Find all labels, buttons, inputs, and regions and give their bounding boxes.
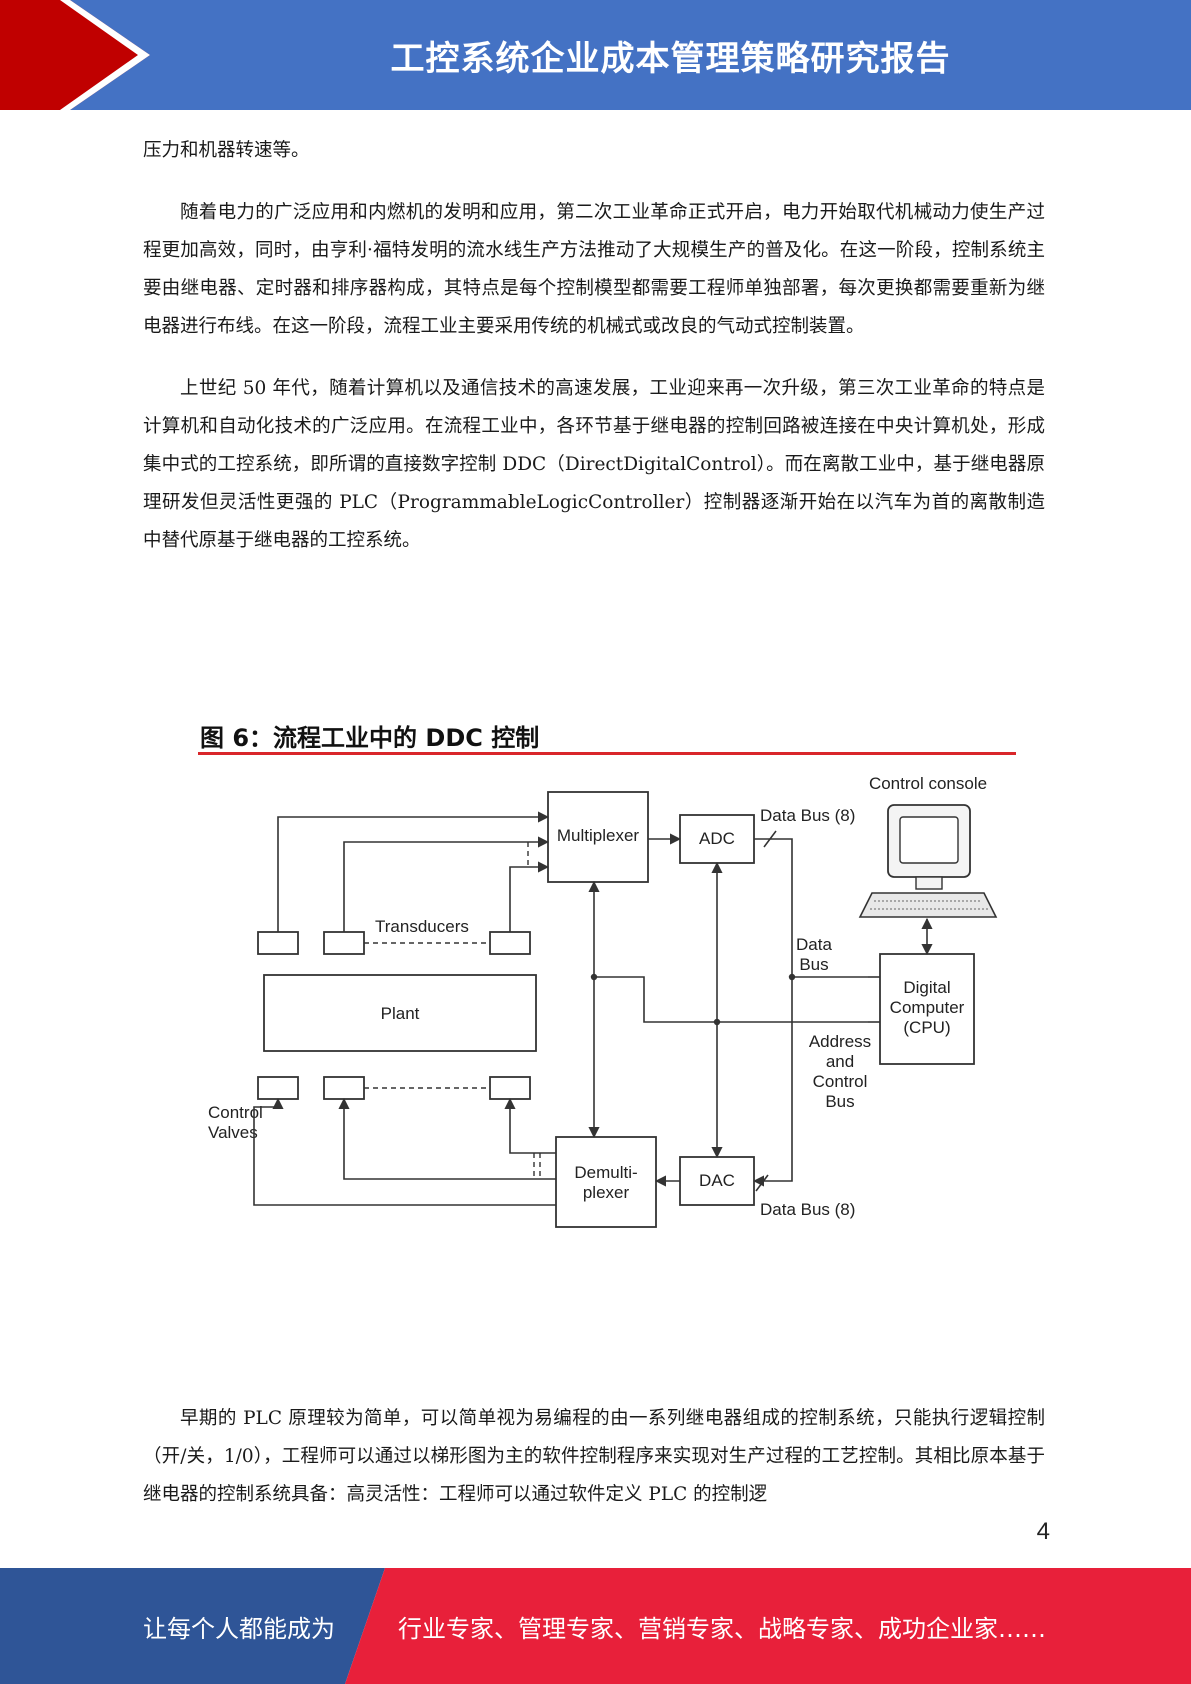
- data-bus-top-label: Data Bus (8): [760, 806, 855, 825]
- transducer-box-1: [257, 931, 299, 955]
- adc-label: ADC: [699, 829, 735, 848]
- cpu-label-2: Computer: [890, 998, 965, 1017]
- address-bus-label-3: Control: [813, 1072, 868, 1091]
- multiplexer-label: Multiplexer: [557, 826, 640, 845]
- valve-box-3: [489, 1076, 531, 1100]
- address-bus-label-1: Address: [809, 1032, 871, 1051]
- valve-box-1: [257, 1076, 299, 1100]
- transducer-box-2: [323, 931, 365, 955]
- demultiplexer-box: [555, 1136, 657, 1228]
- paragraph-2: 随着电力的广泛应用和内燃机的发明和应用，第二次工业革命正式开启，电力开始取代机械…: [143, 202, 1045, 337]
- body-text-continued: 早期的 PLC 原理较为简单，可以简单视为易编程的由一系列继电器组成的控制系统，…: [143, 1400, 1045, 1514]
- multiplexer-box: [547, 791, 649, 883]
- cpu-label-1: Digital: [903, 978, 950, 997]
- control-console-label: Control console: [869, 774, 987, 793]
- cpu-box: [879, 953, 975, 1065]
- address-bus-label-2: and: [826, 1052, 854, 1071]
- page-header: 工控系统企业成本管理策略研究报告: [0, 0, 1191, 110]
- figure-title-underline: [198, 752, 1016, 755]
- footer-slogan-right: 行业专家、管理专家、营销专家、战略专家、成功企业家……: [398, 1614, 1046, 1643]
- paragraph-1: 压力和机器转速等。: [143, 140, 310, 161]
- demux-label-1: Demulti-: [574, 1163, 637, 1182]
- computer-console-icon: [858, 804, 998, 918]
- data-bus-mid-label-1: Data: [796, 935, 832, 954]
- footer-slogan-left: 让每个人都能成为: [143, 1614, 335, 1643]
- dac-label: DAC: [699, 1171, 735, 1190]
- header-chevron-decoration: [0, 0, 150, 110]
- data-bus-mid-label-2: Bus: [799, 955, 828, 974]
- valve-box-2: [323, 1076, 365, 1100]
- paragraph-3: 上世纪 50 年代，随着计算机以及通信技术的高速发展，工业迎来再一次升级，第三次…: [143, 378, 1045, 551]
- transducer-box-3: [489, 931, 531, 955]
- figure-ddc-control: 图 6：流程工业中的 DDC 控制 Transducers Plant Cont…: [188, 712, 1088, 1257]
- plant-label: Plant: [381, 1004, 420, 1023]
- adc-box: [679, 814, 755, 864]
- data-bus-bottom-label: Data Bus (8): [760, 1200, 855, 1219]
- report-title: 工控系统企业成本管理策略研究报告: [390, 38, 951, 79]
- ddc-block-diagram: Transducers Plant Control Valves Multipl…: [208, 774, 998, 1228]
- demux-label-2: plexer: [583, 1183, 630, 1202]
- plant-box: [263, 974, 537, 1052]
- figure-title: 图 6：流程工业中的 DDC 控制: [200, 724, 540, 752]
- footer-background: [0, 1568, 1191, 1684]
- body-text: 压力和机器转速等。 随着电力的广泛应用和内燃机的发明和应用，第二次工业革命正式开…: [143, 132, 1045, 560]
- transducers-label: Transducers: [375, 917, 469, 936]
- control-valves-label-2: Valves: [208, 1123, 258, 1142]
- address-bus-label-4: Bus: [825, 1092, 854, 1111]
- cpu-label-3: (CPU): [903, 1018, 950, 1037]
- page-number: 4: [1036, 1518, 1050, 1545]
- page-footer: 让每个人都能成为 行业专家、管理专家、营销专家、战略专家、成功企业家……: [0, 1568, 1191, 1684]
- paragraph-4: 早期的 PLC 原理较为简单，可以简单视为易编程的由一系列继电器组成的控制系统，…: [143, 1408, 1045, 1505]
- control-valves-label-1: Control: [208, 1103, 263, 1122]
